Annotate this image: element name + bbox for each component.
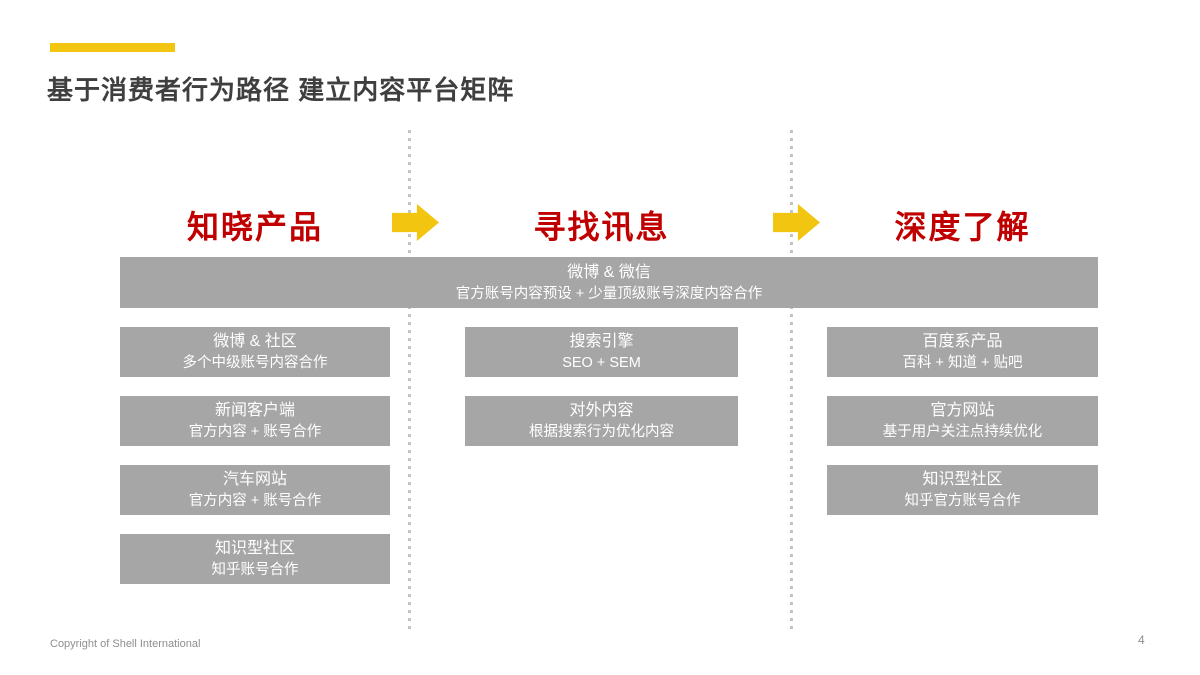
column-know-product: 微博 & 社区 多个中级账号内容合作 新闻客户端 官方内容 + 账号合作 汽车网… (120, 327, 390, 603)
stage-label-know-product: 知晓产品 (186, 209, 323, 245)
platform-box: 汽车网站 官方内容 + 账号合作 (120, 465, 390, 515)
platform-box-title: 知识型社区 (214, 540, 295, 558)
platform-box: 知识型社区 知乎账号合作 (120, 534, 390, 584)
platform-box-subtitle: 百科 + 知道 + 贴吧 (902, 355, 1023, 372)
platform-box-title: 知识型社区 (922, 471, 1003, 489)
spanning-platform-box: 微博 & 微信 官方账号内容预设 + 少量顶级账号深度内容合作 (120, 257, 1098, 308)
stage-label-deep-understanding: 深度了解 (894, 209, 1031, 245)
platform-box-subtitle: 基于用户关注点持续优化 (882, 424, 1043, 441)
page-title: 基于消费者行为路径 建立内容平台矩阵 (47, 75, 515, 105)
platform-box-title: 百度系产品 (922, 333, 1003, 351)
platform-box: 百度系产品 百科 + 知道 + 贴吧 (827, 327, 1098, 377)
platform-box: 新闻客户端 官方内容 + 账号合作 (120, 396, 390, 446)
accent-bar (50, 43, 175, 52)
platform-box-title: 对外内容 (569, 402, 634, 420)
platform-box: 对外内容 根据搜索行为优化内容 (465, 396, 738, 446)
platform-box-subtitle: 多个中级账号内容合作 (182, 355, 328, 372)
platform-box: 微博 & 社区 多个中级账号内容合作 (120, 327, 390, 377)
column-divider-dotted-line-1 (408, 130, 411, 633)
platform-box-title: 微博 & 社区 (213, 333, 297, 351)
page-number: 4 (1138, 633, 1145, 647)
platform-box: 知识型社区 知乎官方账号合作 (827, 465, 1098, 515)
platform-box-subtitle: 官方内容 + 账号合作 (188, 493, 322, 510)
column-deep-understanding: 百度系产品 百科 + 知道 + 贴吧 官方网站 基于用户关注点持续优化 知识型社… (827, 327, 1098, 534)
platform-box: 官方网站 基于用户关注点持续优化 (827, 396, 1098, 446)
right-arrow-icon (392, 204, 439, 241)
footer-copyright: Copyright of Shell International (50, 638, 201, 650)
platform-box-title: 汽车网站 (222, 471, 287, 489)
stage-label-seek-info: 寻找讯息 (533, 209, 670, 245)
platform-box-title: 官方网站 (930, 402, 995, 420)
platform-box-subtitle: SEO + SEM (562, 355, 641, 372)
platform-box-subtitle: 知乎账号合作 (211, 562, 299, 579)
platform-box-subtitle: 官方账号内容预设 + 少量顶级账号深度内容合作 (455, 285, 763, 302)
right-arrow-icon (773, 204, 820, 241)
platform-box-subtitle: 知乎官方账号合作 (904, 493, 1021, 510)
platform-box-title: 新闻客户端 (214, 402, 295, 420)
platform-box-subtitle: 根据搜索行为优化内容 (529, 424, 674, 441)
column-divider-dotted-line-2 (790, 130, 793, 633)
platform-box-title: 搜索引擎 (569, 333, 634, 351)
platform-box: 搜索引擎 SEO + SEM (465, 327, 738, 377)
column-seek-info: 搜索引擎 SEO + SEM 对外内容 根据搜索行为优化内容 (465, 327, 738, 465)
platform-box-title: 微博 & 微信 (567, 263, 651, 281)
platform-box-subtitle: 官方内容 + 账号合作 (188, 424, 322, 441)
